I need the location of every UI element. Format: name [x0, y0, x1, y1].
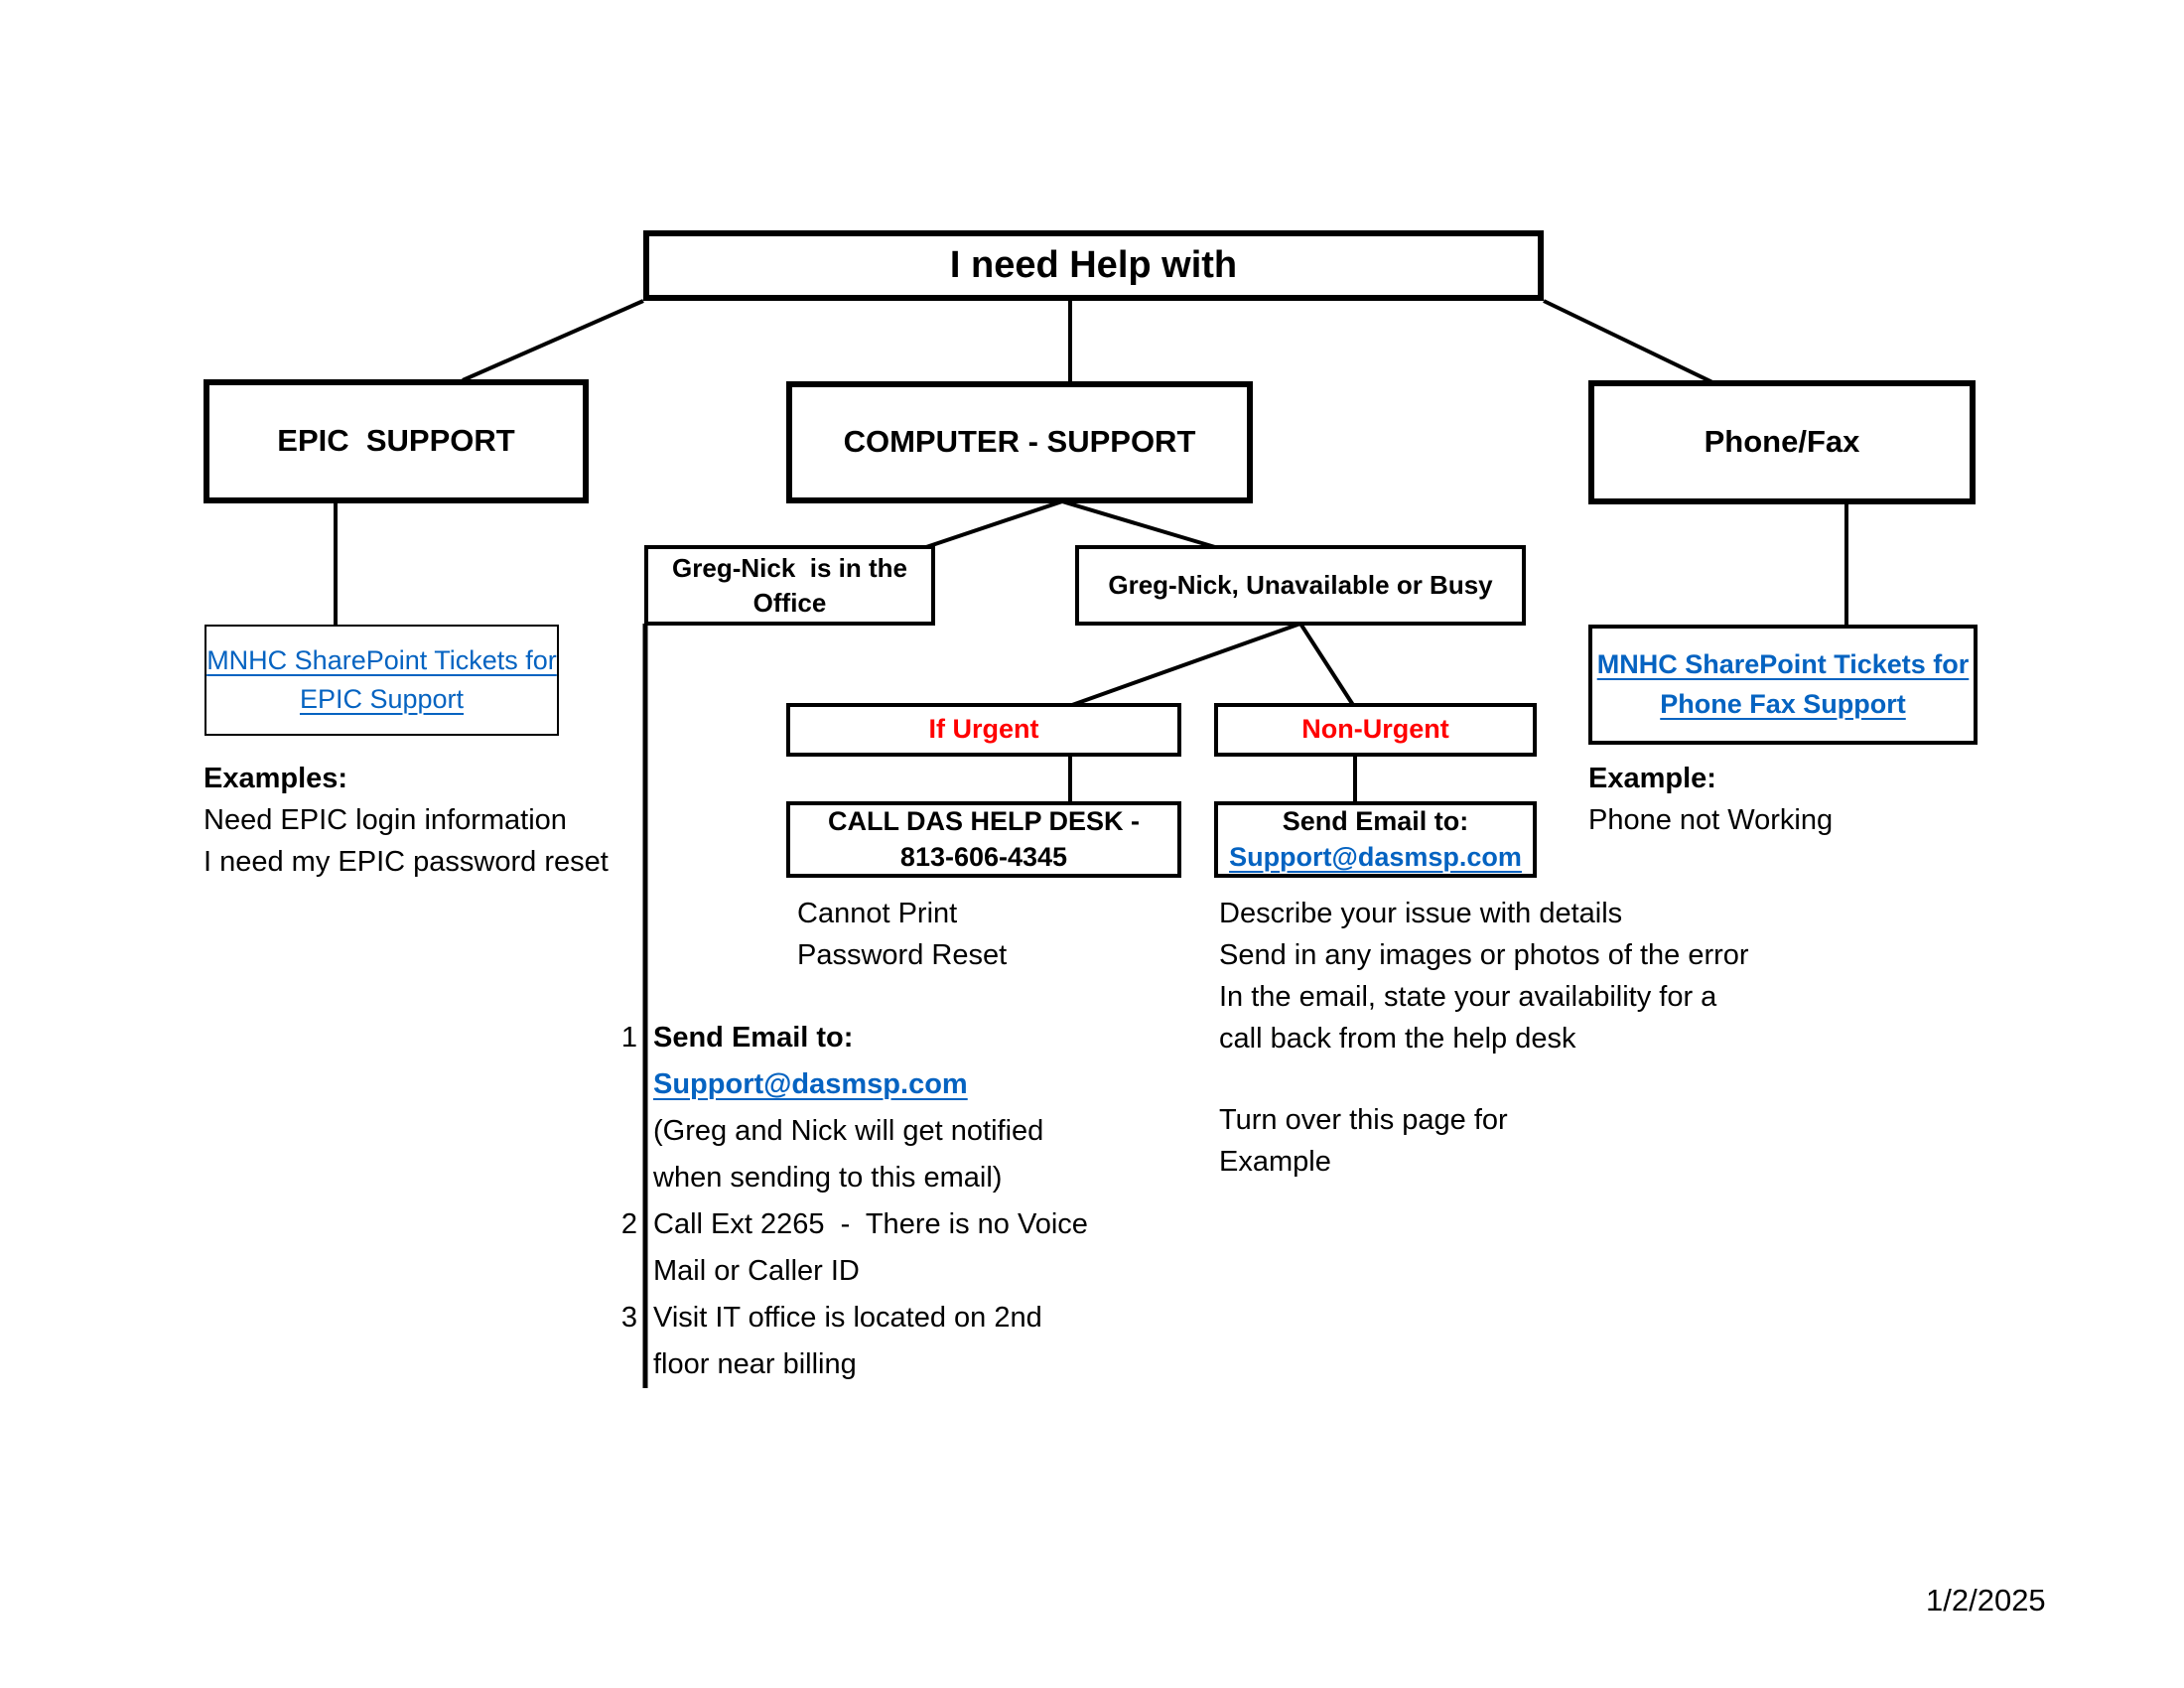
urgent-example-2: Password Reset — [797, 939, 1008, 971]
computer-support-box: COMPUTER - SUPPORT — [786, 381, 1253, 503]
non-urgent-note-2: Send in any images or photos of the erro… — [1219, 939, 1749, 971]
help-desk-phone-number: 813-606-4345 — [899, 841, 1068, 872]
non-urgent-note-1: Describe your issue with details — [1219, 898, 1623, 929]
if-urgent-label: If Urgent — [928, 714, 1039, 745]
greg-nick-unavailable-box: Greg-Nick, Unavailable or Busy — [1075, 545, 1526, 626]
epic-example-1: Need EPIC login information — [204, 804, 567, 836]
epic-sharepoint-link-box: MNHC SharePoint Tickets for EPIC Support — [205, 625, 559, 736]
non-urgent-box: Non-Urgent — [1214, 703, 1537, 757]
title-label: I need Help with — [949, 244, 1238, 287]
computer-support-label: COMPUTER - SUPPORT — [843, 424, 1196, 460]
office-line1: Greg-Nick is in the — [672, 553, 907, 584]
step-1-support-email-link[interactable]: Support@dasmsp.com — [653, 1068, 968, 1100]
phone-example-heading: Example: — [1588, 763, 1716, 794]
if-urgent-box: If Urgent — [786, 703, 1181, 757]
urgent-example-1: Cannot Print — [797, 898, 958, 929]
step-2-number: 2 — [620, 1208, 637, 1240]
step-2-line-2: Mail or Caller ID — [653, 1255, 860, 1287]
support-email-link[interactable]: Support@dasmsp.com — [1229, 841, 1522, 872]
phone-fax-label: Phone/Fax — [1704, 424, 1860, 460]
turn-over-note-line2: Example — [1219, 1146, 1331, 1178]
step-1-line-1: Send Email to: — [653, 1022, 854, 1054]
send-email-box: Send Email to: Support@dasmsp.com — [1214, 801, 1537, 878]
phone-sharepoint-link-line1[interactable]: MNHC SharePoint Tickets for — [1596, 649, 1970, 680]
call-help-desk-box: CALL DAS HELP DESK - 813-606-4345 — [786, 801, 1181, 878]
step-1-line-3: (Greg and Nick will get notified — [653, 1115, 1044, 1147]
step-2-line-1: Call Ext 2265 - There is no Voice — [653, 1208, 1088, 1240]
epic-example-2: I need my EPIC password reset — [204, 846, 609, 878]
turn-over-note-line1: Turn over this page for — [1219, 1104, 1508, 1136]
document-date: 1/2/2025 — [1926, 1583, 2046, 1618]
call-help-desk-line1: CALL DAS HELP DESK - — [827, 805, 1141, 836]
office-line2: Office — [752, 587, 827, 618]
non-urgent-note-4: call back from the help desk — [1219, 1023, 1576, 1055]
epic-support-box: EPIC SUPPORT — [204, 379, 589, 503]
greg-nick-in-office-box: Greg-Nick is in the Office — [644, 545, 935, 626]
phone-fax-box: Phone/Fax — [1588, 380, 1976, 504]
busy-label: Greg-Nick, Unavailable or Busy — [1108, 570, 1493, 601]
epic-sharepoint-link-line1[interactable]: MNHC SharePoint Tickets for — [206, 644, 557, 675]
epic-sharepoint-link-line2[interactable]: EPIC Support — [299, 684, 465, 714]
phone-example-1: Phone not Working — [1588, 804, 1834, 836]
step-1-line-4: when sending to this email) — [653, 1162, 1003, 1194]
step-3-number: 3 — [620, 1302, 637, 1334]
non-urgent-note-3: In the email, state your availability fo… — [1219, 981, 1717, 1013]
phone-sharepoint-link-box: MNHC SharePoint Tickets for Phone Fax Su… — [1588, 625, 1978, 745]
non-urgent-label: Non-Urgent — [1301, 714, 1449, 745]
send-email-label: Send Email to: — [1282, 805, 1469, 836]
phone-sharepoint-link-line2[interactable]: Phone Fax Support — [1660, 688, 1906, 719]
epic-support-label: EPIC SUPPORT — [277, 423, 515, 459]
step-1-number: 1 — [620, 1022, 637, 1054]
epic-examples-heading: Examples: — [204, 763, 348, 794]
step-3-line-2: floor near billing — [653, 1348, 857, 1380]
step-3-line-1: Visit IT office is located on 2nd — [653, 1302, 1042, 1334]
title-box: I need Help with — [643, 230, 1544, 301]
